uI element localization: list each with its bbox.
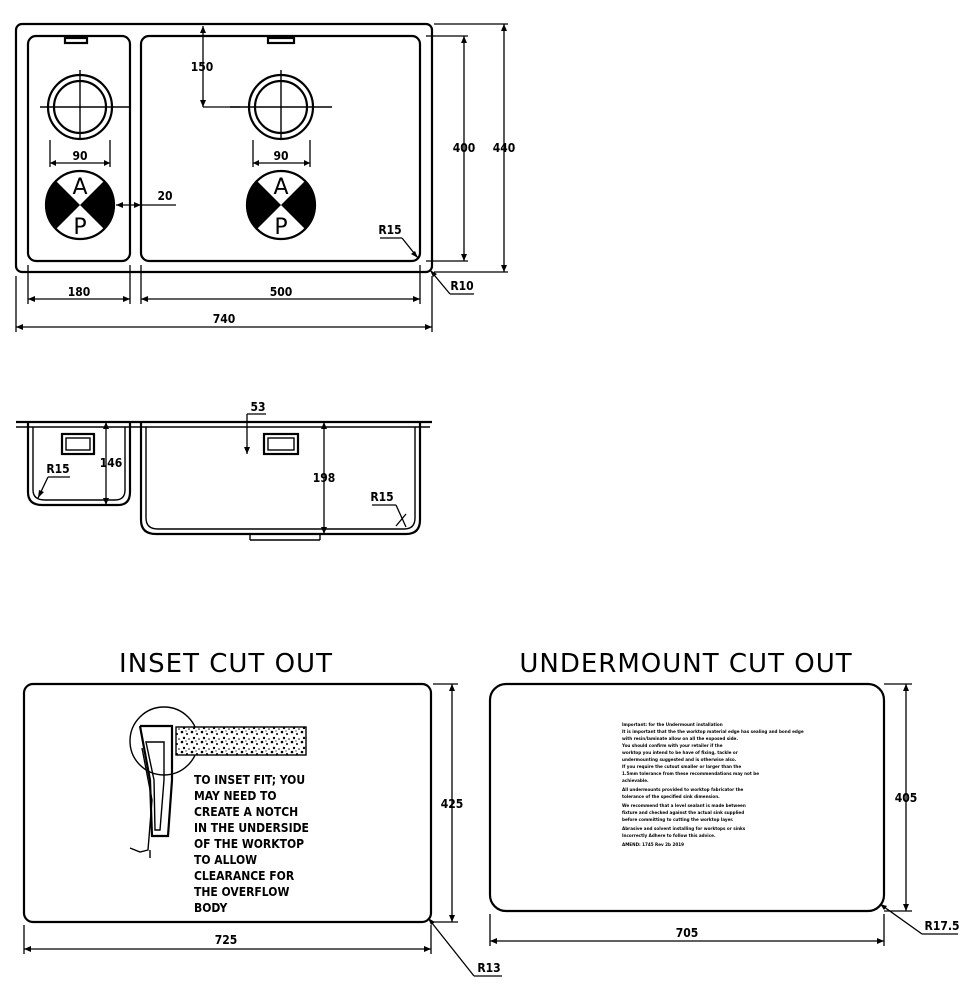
inset-note-line: OF THE WORKTOP: [194, 837, 304, 851]
undermount-note-line: Abrasive and solvent installing for work…: [622, 826, 746, 832]
undermount-note-line: fixture and checked against the actual s…: [622, 810, 744, 816]
small-depth-label: 146: [100, 456, 123, 470]
right-ap-symbol: A P: [245, 169, 317, 241]
left-bowl-section: [26, 422, 132, 507]
undermount-note-line: AMEND: 1745 Rev 2b 2019: [622, 842, 684, 848]
inset-note-line: TO INSET FIT; YOU: [194, 773, 305, 787]
ap-bottom-letter: P: [73, 215, 86, 240]
undermount-note-line: 1.5mm tolerance from these recommendatio…: [622, 771, 759, 777]
large-depth-label: 198: [313, 471, 336, 485]
undermount-note-line: Important: for the Undermount installati…: [622, 722, 723, 728]
notch-detail-illustration: [129, 706, 307, 858]
undermount-radius-label: R17.5: [925, 919, 960, 933]
inner-radius-label: R15: [378, 223, 401, 237]
inset-note-line: TO ALLOW: [194, 853, 257, 867]
overall-width-label: 740: [213, 312, 236, 326]
left-ap-symbol: A P: [44, 169, 116, 241]
left-bowl-width-label: 180: [68, 285, 91, 299]
section-view: 53 146 198 R15 R15: [16, 400, 432, 541]
undermount-outline: [488, 682, 886, 913]
inset-outline: [22, 682, 433, 924]
outer-radius-label: R10: [450, 279, 473, 293]
left-section-radius-label: R15: [46, 462, 69, 476]
waste-offset-label: 150: [191, 60, 214, 74]
bowl-depth-label: 400: [453, 141, 476, 155]
undermount-note-line: with resin/laminate allow on all the exp…: [622, 736, 738, 742]
inset-radius-label: R13: [477, 961, 500, 975]
left-waste-dia-label: 90: [72, 149, 87, 163]
inset-note-line: CLEARANCE FOR: [194, 869, 295, 883]
inset-note-line: MAY NEED TO: [194, 789, 277, 803]
inset-note-line: CREATE A NOTCH: [194, 805, 298, 819]
undermount-note-line: achievable.: [622, 778, 649, 784]
undermount-note-line: We recommend that a level sealant is mad…: [622, 803, 746, 809]
ap-top-letter: A: [72, 175, 87, 200]
right-overflow-slot: [266, 36, 296, 45]
undermount-note-line: It is important that the the worktop mat…: [622, 729, 804, 735]
overall-depth-label: 440: [493, 141, 516, 155]
right-waste: 90: [230, 70, 332, 167]
undermount-note-line: All undermounts provided to worktop fabr…: [622, 787, 744, 793]
overflow-offset-label: 53: [250, 400, 265, 414]
undermount-note-line: worktop you intend to be have of fixing,…: [622, 750, 739, 756]
ap-top-letter: A: [273, 175, 288, 200]
undermount-note-line: undermounting suggested and is otherwise…: [622, 757, 737, 763]
right-waste-dia-label: 90: [273, 149, 288, 163]
right-overflow-box: [262, 432, 300, 456]
right-bowl: [139, 34, 422, 263]
inset-note-line: THE OVERFLOW: [194, 885, 289, 899]
undermount-width-label: 705: [676, 926, 699, 940]
left-overflow-box: [60, 432, 96, 456]
inset-note-line: IN THE UNDERSIDE: [194, 821, 309, 835]
ap-bottom-letter: P: [274, 215, 287, 240]
sink-outline: [14, 22, 434, 274]
right-bowl-width-label: 500: [270, 285, 293, 299]
undermount-note: Important: for the Undermount installati…: [621, 722, 804, 848]
undermount-note-line: before committing to cutting the worktop…: [622, 817, 734, 823]
undermount-note-line: If you require the cutout smaller or lar…: [622, 764, 741, 770]
left-waste: 90: [40, 70, 130, 167]
inset-note-line: BODY: [194, 901, 227, 915]
gap-label: 20: [157, 189, 172, 203]
undermount-height-label: 405: [895, 791, 918, 805]
undermount-note-line: You should confirm with your retailer if…: [621, 743, 723, 749]
inset-width-label: 725: [215, 933, 238, 947]
left-bowl: [26, 34, 132, 263]
top-view: 90 90 A P A P: [14, 22, 516, 332]
inset-cutout: INSET CUT OUT TO INSET FIT; YOU MAY NEED…: [22, 649, 502, 977]
right-bowl-section: [139, 422, 422, 536]
undermount-title: UNDERMOUNT CUT OUT: [519, 649, 852, 679]
undermount-note-line: tolerance of the specified sink dimensio…: [622, 794, 720, 800]
inset-title: INSET CUT OUT: [119, 649, 333, 679]
left-overflow-slot: [63, 36, 89, 45]
inset-note: TO INSET FIT; YOU MAY NEED TO CREATE A N…: [194, 773, 309, 915]
undermount-cutout: UNDERMOUNT CUT OUT Important: for the Un…: [488, 649, 960, 946]
inset-height-label: 425: [441, 797, 464, 811]
right-section-radius-label: R15: [370, 490, 393, 504]
undermount-note-line: Incorrectly Adhere to follow this advice…: [622, 833, 716, 839]
